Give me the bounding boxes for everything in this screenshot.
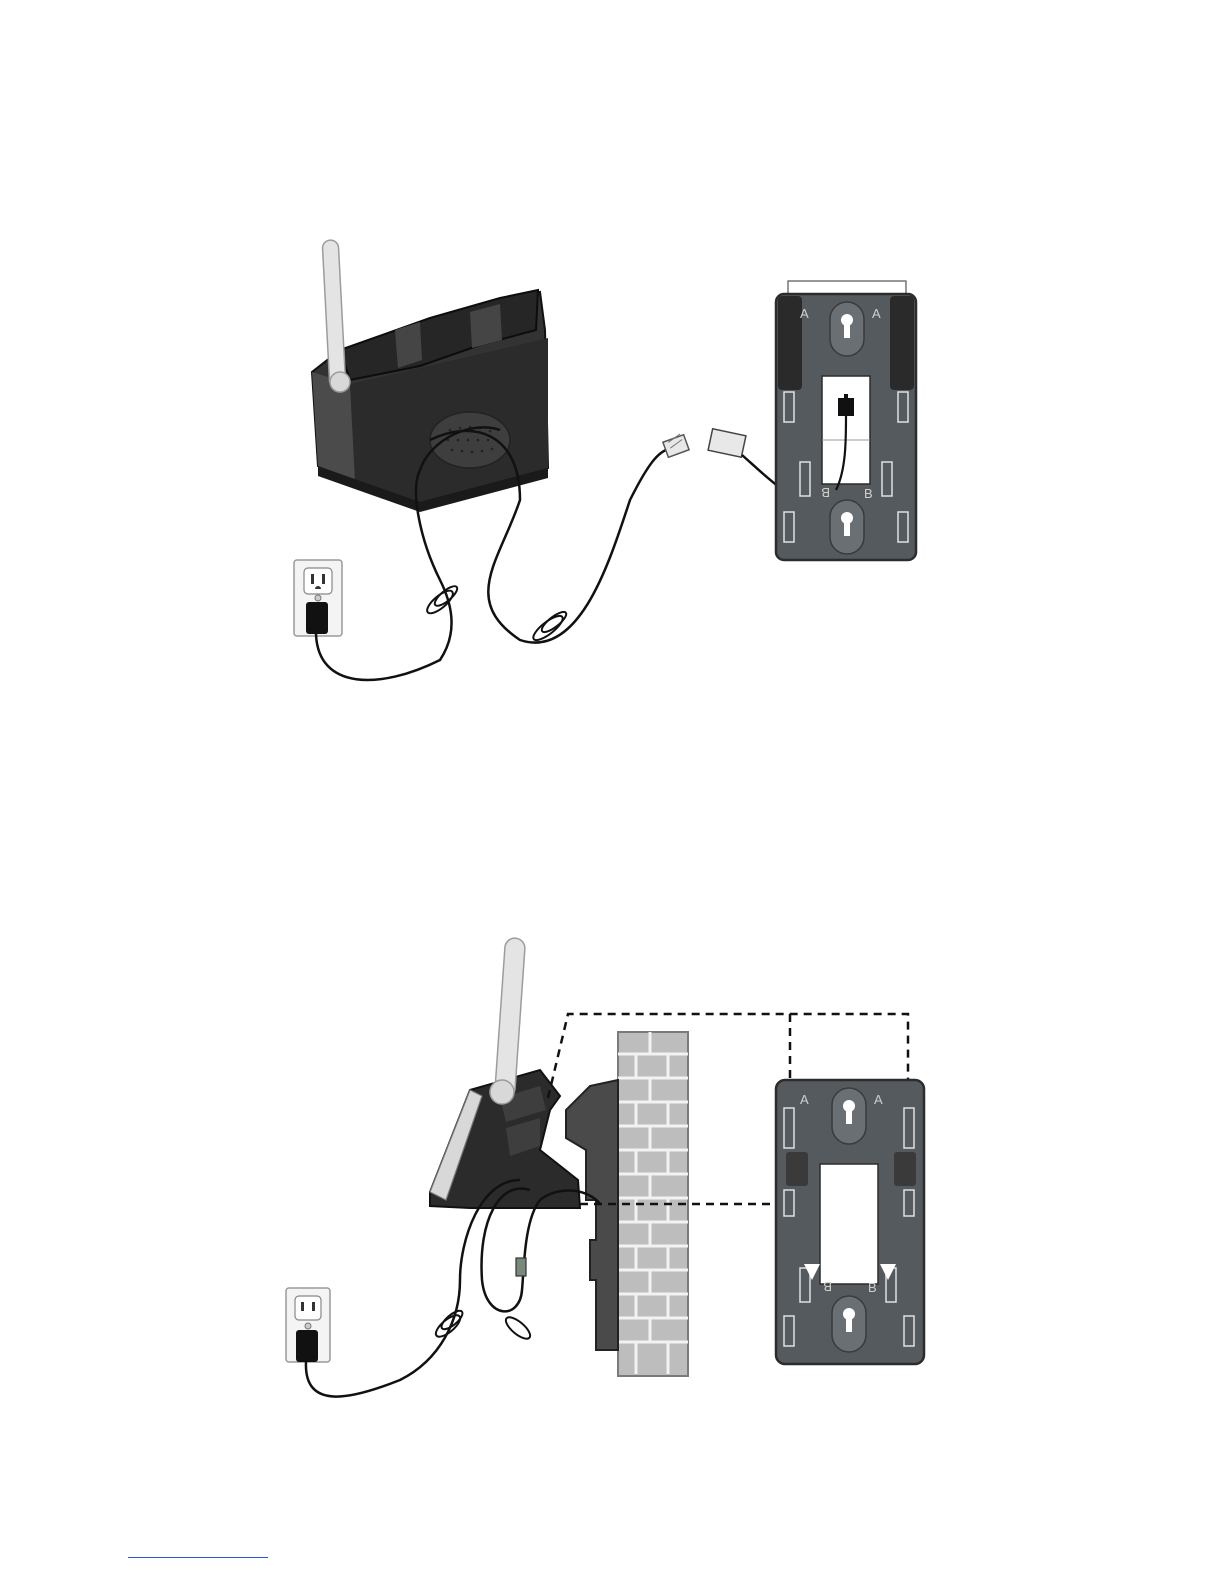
short-cord-plug	[708, 429, 746, 458]
connection-diagram: A A B B	[0, 0, 1224, 760]
cord-coil	[433, 1308, 534, 1342]
wall-mount-diagram: A A B B	[0, 760, 1224, 1520]
slot-label-b-left: B	[823, 1279, 832, 1294]
power-adapter-icon	[296, 1330, 318, 1362]
slot-label-b-left: B	[821, 485, 830, 500]
slot-label-a-left: A	[800, 306, 809, 321]
modular-plug-icon	[516, 1258, 526, 1276]
slot-label-a-left: A	[800, 1092, 809, 1107]
connection-diagram-svg: A A B B	[0, 0, 1224, 760]
cord-coil	[424, 583, 569, 644]
slot-label-a-right: A	[874, 1092, 883, 1107]
slot-label-b-right: B	[864, 486, 873, 501]
modular-plug-icon	[663, 434, 689, 457]
power-adapter-icon	[306, 602, 328, 634]
bracket-profile	[566, 1080, 618, 1350]
telephone-base-icon	[312, 290, 548, 512]
power-cord	[306, 1180, 520, 1397]
wall-mount-bracket-icon	[776, 1080, 924, 1364]
wall-mount-diagram-svg: A A B B	[0, 760, 1224, 1520]
slot-label-b-right: B	[868, 1280, 877, 1295]
slot-label-a-right: A	[872, 306, 881, 321]
footer-rule	[128, 1557, 268, 1558]
